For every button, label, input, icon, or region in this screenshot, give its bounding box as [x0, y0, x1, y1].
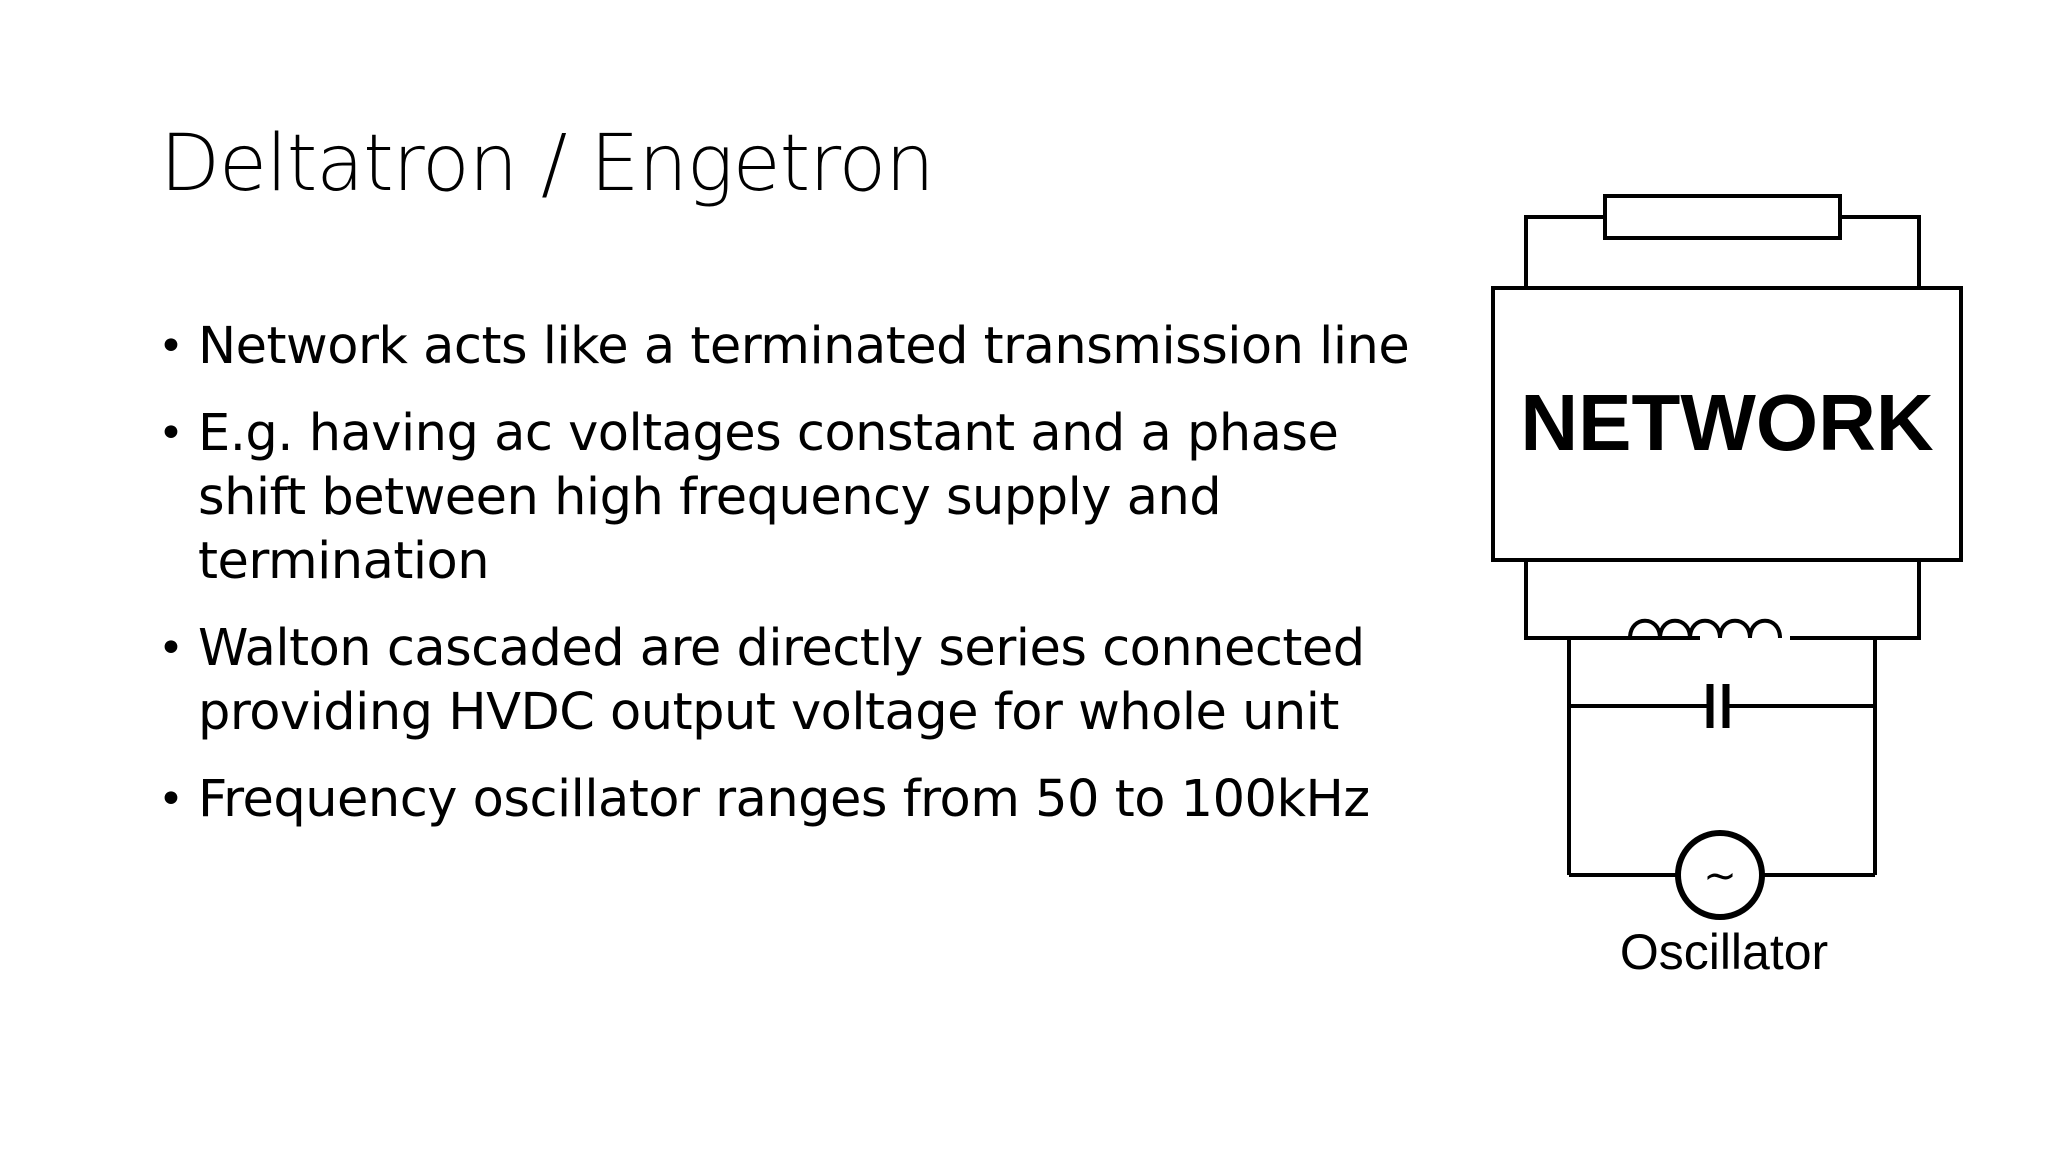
bullet-item: • Network acts like a terminated transmi…: [158, 315, 1438, 379]
bottom-left-wire: [1524, 560, 1700, 640]
bullet-item: • Frequency oscillator ranges from 50 to…: [158, 768, 1438, 832]
resistor: [1603, 194, 1842, 240]
top-right-wire: [1840, 215, 1921, 288]
bullet-dot: •: [158, 774, 184, 825]
bullet-dot: •: [158, 408, 184, 459]
circuit-diagram: NETWORK ~ Oscillator: [1480, 190, 1980, 990]
bottom-right-wire: [1790, 560, 1921, 640]
oscillator-label: Oscillator: [1620, 924, 1828, 980]
network-label: NETWORK: [1520, 378, 1934, 467]
top-left-wire: [1524, 215, 1605, 288]
bullet-text: Network acts like a terminated transmiss…: [198, 317, 1410, 376]
bullet-dot: •: [158, 623, 184, 674]
inductor: [1628, 618, 1782, 639]
bullet-text: Walton cascaded are directly series conn…: [198, 619, 1365, 742]
bullet-item: • E.g. having ac voltages constant and a…: [158, 402, 1438, 594]
circuit-svg: NETWORK ~ Oscillator: [1491, 194, 1963, 980]
slide-title: Deltatron / Engetron: [160, 119, 935, 209]
bullet-item: • Walton cascaded are directly series co…: [158, 617, 1438, 745]
bullet-text: E.g. having ac voltages constant and a p…: [198, 404, 1339, 591]
oscillator-source: [1675, 830, 1765, 920]
network-box: [1491, 286, 1963, 562]
bullet-list: • Network acts like a terminated transmi…: [158, 315, 1438, 855]
bullet-dot: •: [158, 321, 184, 372]
oscillator-symbol: ~: [1703, 853, 1737, 899]
bullet-text: Frequency oscillator ranges from 50 to 1…: [198, 770, 1370, 829]
